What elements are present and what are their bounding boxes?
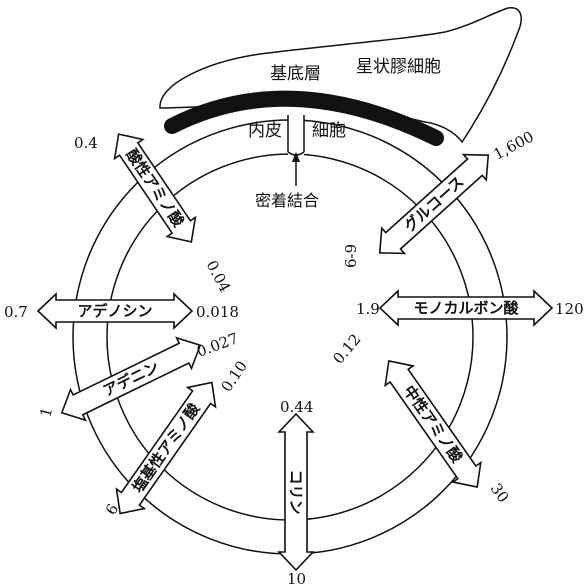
- tight-junction-label: 密着結合: [255, 191, 319, 210]
- glucose-label: グルコース: [400, 173, 467, 236]
- basement-membrane-label: 基底層: [270, 64, 321, 84]
- arrow-adenosine: アデノシン: [38, 294, 192, 328]
- adenine-outer-value: 1: [36, 405, 56, 419]
- choline-outer-value: 10: [287, 570, 306, 588]
- monocarboxylic-inner-value: 1.9: [356, 300, 380, 318]
- cell-label: 細胞: [312, 121, 346, 141]
- arrow-choline: コリン: [279, 414, 313, 570]
- monocarboxylic-acid-label: モノカルボン酸: [413, 299, 519, 317]
- arrow-monocarboxylic-acid: モノカルボン酸: [380, 291, 552, 325]
- arrow-glucose: グルコース: [368, 143, 499, 266]
- adenosine-outer-value: 0.7: [4, 303, 28, 321]
- endothelium-label: 内皮: [248, 121, 282, 141]
- glucose-inner-value: 6-9: [342, 244, 360, 268]
- glucose-outer-value: 1,600: [490, 127, 536, 163]
- acidic-inner-value: 0.04: [202, 257, 234, 295]
- adenine-inner-value: 0.027: [194, 329, 241, 361]
- monocarboxylic-outer-value: 120: [555, 300, 584, 318]
- adenosine-label: アデノシン: [77, 302, 152, 320]
- acidic-outer-value: 0.4: [74, 134, 98, 152]
- basic-amino-acid-label: 塩基性アミノ酸: [129, 399, 204, 496]
- choline-inner-value: 0.44: [280, 398, 313, 416]
- neutral-outer-value: 30: [487, 480, 513, 506]
- choline-label: コリン: [287, 469, 305, 514]
- neutral-amino-acid-label: 中性アミノ酸: [400, 382, 467, 467]
- basic-inner-value: 0.10: [217, 357, 251, 395]
- neutral-inner-value: 0.12: [329, 330, 364, 367]
- arrow-neutral-amino-acid: 中性アミノ酸: [375, 351, 491, 497]
- astrocyte-label: 星状膠細胞: [356, 57, 441, 77]
- adenosine-inner-value: 0.018: [196, 303, 239, 321]
